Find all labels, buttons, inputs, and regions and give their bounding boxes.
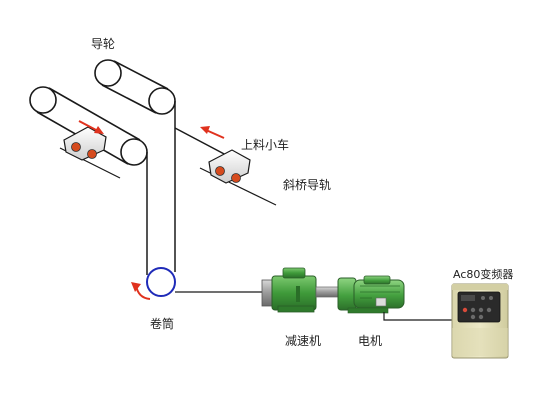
motor xyxy=(337,275,405,314)
reducer xyxy=(261,267,317,313)
arrow-right-car xyxy=(200,126,225,139)
label-skip-car: 上料小车 xyxy=(241,137,289,152)
guide-wheel-upper-right xyxy=(94,59,122,87)
guide-wheel-right-assembly xyxy=(94,59,176,115)
label-drum: 卷筒 xyxy=(150,316,174,331)
motor-inverter-cable xyxy=(383,312,452,321)
label-reducer: 减速机 xyxy=(285,334,321,348)
drum xyxy=(146,267,176,297)
label-guide-wheel: 导轮 xyxy=(91,37,115,51)
coupling-shaft xyxy=(315,286,341,298)
guide-wheel-lower-right xyxy=(148,87,176,115)
label-motor: 电机 xyxy=(358,334,382,348)
label-incline-rail: 斜桥导轨 xyxy=(283,178,331,192)
hoist-rope xyxy=(146,101,229,275)
skip-car-right xyxy=(208,149,251,184)
arrow-left-car xyxy=(78,120,104,134)
label-inverter: Ac80变频器 xyxy=(453,267,513,281)
skip-car-left xyxy=(63,126,107,161)
guide-wheel-lower-left xyxy=(120,138,148,166)
drum-rotation-arrow xyxy=(131,282,151,300)
guide-wheel-upper-left xyxy=(29,86,57,114)
inverter xyxy=(451,283,509,359)
